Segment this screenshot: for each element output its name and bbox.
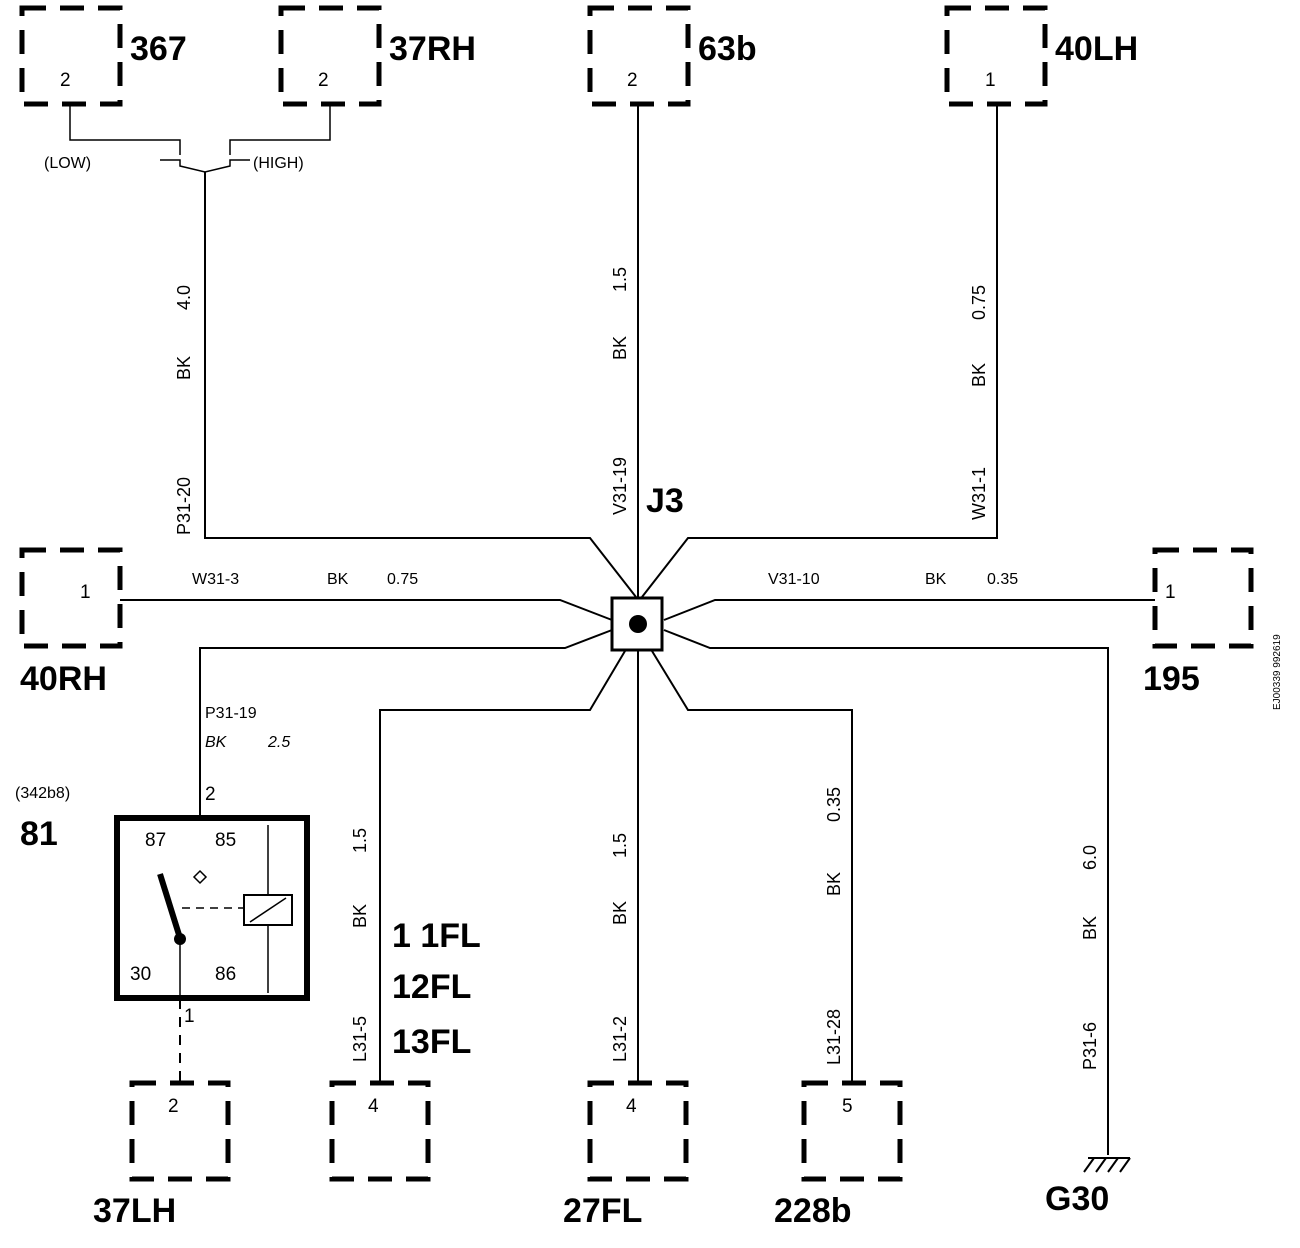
wire-l31-5 <box>379 650 626 1083</box>
relay-pin-2: 2 <box>205 784 216 805</box>
svg-text:V31-19: V31-19 <box>610 457 630 515</box>
wire-labels-l31-2: L31-2 BK 1.5 <box>610 833 630 1062</box>
wire-v31-10 <box>663 599 1155 621</box>
svg-text:W31-3: W31-3 <box>192 571 239 588</box>
wire-labels-p31-20: P31-20 BK 4.0 <box>174 285 194 535</box>
connector-40rh: 1 40RH <box>19 547 123 698</box>
svg-text:P31-6: P31-6 <box>1080 1022 1100 1070</box>
svg-text:2.5: 2.5 <box>267 734 290 751</box>
svg-text:4.0: 4.0 <box>174 285 194 310</box>
svg-text:BK: BK <box>824 872 844 896</box>
relay-81: (342b8) 81 2 87 85 30 86 <box>15 784 310 1001</box>
svg-text:P31-19: P31-19 <box>205 705 257 722</box>
svg-text:V31-10: V31-10 <box>768 571 820 588</box>
connector-11fl: 4 <box>329 1080 431 1182</box>
connector-27fl: 4 27FL <box>563 1080 689 1230</box>
connector-40lh: 1 40LH <box>944 5 1138 107</box>
svg-text:30: 30 <box>130 964 151 985</box>
low-high-merge: (LOW) (HIGH) <box>44 104 331 173</box>
connector-195-label: 195 <box>1143 660 1200 698</box>
svg-text:1: 1 <box>1165 582 1176 603</box>
svg-text:BK: BK <box>327 571 349 588</box>
svg-text:2: 2 <box>318 70 329 91</box>
svg-text:1.5: 1.5 <box>610 267 630 292</box>
wire-w31-3 <box>120 599 613 621</box>
svg-text:2: 2 <box>60 70 71 91</box>
connector-37rh-label: 37RH <box>389 30 476 68</box>
wire-w31-1 <box>641 104 998 598</box>
svg-text:1 1FL: 1 1FL <box>392 917 481 955</box>
wire-p31-20 <box>204 172 637 598</box>
svg-text:BK: BK <box>925 571 947 588</box>
high-label: (HIGH) <box>253 155 304 172</box>
connector-195: 1 195 <box>1143 547 1254 698</box>
wire-labels-l31-28: L31-28 BK 0.35 <box>824 787 844 1065</box>
connector-27fl-label: 27FL <box>563 1192 642 1230</box>
relay-pin-1: 1 <box>184 1006 195 1027</box>
wire-labels-w31-3: W31-3 BK 0.75 <box>192 571 418 588</box>
svg-text:L31-5: L31-5 <box>350 1016 370 1062</box>
connector-63b-label: 63b <box>698 30 757 68</box>
svg-text:85: 85 <box>215 830 236 851</box>
svg-text:1: 1 <box>985 70 996 91</box>
low-label: (LOW) <box>44 155 91 172</box>
connector-63b: 2 63b <box>587 5 757 107</box>
relay-label: 81 <box>20 815 58 853</box>
wire-labels-l31-5: L31-5 BK 1.5 <box>350 828 370 1062</box>
svg-text:1.5: 1.5 <box>350 828 370 853</box>
wire-labels-p31-19: P31-19 BK 2.5 <box>205 705 290 751</box>
svg-text:6.0: 6.0 <box>1080 845 1100 870</box>
svg-text:13FL: 13FL <box>392 1023 471 1061</box>
svg-text:BK: BK <box>1080 916 1100 940</box>
svg-text:86: 86 <box>215 964 236 985</box>
svg-text:L31-2: L31-2 <box>610 1016 630 1062</box>
document-id: EJ00339 992619 <box>1272 634 1283 710</box>
svg-text:BK: BK <box>174 356 194 380</box>
wire-p31-19 <box>199 629 613 870</box>
svg-text:0.35: 0.35 <box>987 571 1018 588</box>
svg-text:4: 4 <box>368 1096 379 1117</box>
svg-text:0.75: 0.75 <box>969 285 989 320</box>
relay-ref: (342b8) <box>15 785 70 802</box>
wire-labels-w31-1: W31-1 BK 0.75 <box>969 285 989 520</box>
connector-228b-label: 228b <box>774 1192 852 1230</box>
svg-text:0.35: 0.35 <box>824 787 844 822</box>
connector-367-label: 367 <box>130 30 187 68</box>
svg-text:2: 2 <box>627 70 638 91</box>
svg-text:1.5: 1.5 <box>610 833 630 858</box>
svg-text:L31-28: L31-28 <box>824 1009 844 1065</box>
ground-g30-label: G30 <box>1045 1180 1109 1218</box>
connector-367: 2 367 <box>19 5 187 107</box>
connector-37rh: 2 37RH <box>278 5 476 107</box>
svg-text:BK: BK <box>350 904 370 928</box>
splice-j3-label: J3 <box>646 482 684 520</box>
svg-text:12FL: 12FL <box>392 968 471 1006</box>
connector-40rh-label: 40RH <box>20 660 107 698</box>
svg-text:2: 2 <box>168 1096 179 1117</box>
connector-37lh-label: 37LH <box>93 1192 176 1230</box>
wire-labels-p31-6: P31-6 BK 6.0 <box>1080 845 1100 1070</box>
svg-text:1: 1 <box>80 582 91 603</box>
ground-g30: G30 <box>1045 1157 1131 1218</box>
svg-text:BK: BK <box>969 363 989 387</box>
connector-37lh: 2 37LH <box>93 1080 231 1230</box>
splice-j3: J3 <box>610 482 684 652</box>
wire-p31-6 <box>663 629 1109 1155</box>
svg-text:87: 87 <box>145 830 166 851</box>
wire-labels-v31-10: V31-10 BK 0.35 <box>768 571 1018 588</box>
svg-text:0.75: 0.75 <box>387 571 418 588</box>
svg-text:BK: BK <box>610 336 630 360</box>
svg-text:P31-20: P31-20 <box>174 477 194 535</box>
connector-40lh-label: 40LH <box>1055 30 1138 68</box>
svg-text:4: 4 <box>626 1096 637 1117</box>
svg-text:W31-1: W31-1 <box>969 467 989 520</box>
svg-text:5: 5 <box>842 1096 853 1117</box>
svg-text:BK: BK <box>205 734 228 751</box>
wire-l31-28 <box>651 650 853 1083</box>
fl-labels: 1 1FL 12FL 13FL <box>392 917 481 1061</box>
svg-text:BK: BK <box>610 901 630 925</box>
wire-labels-v31-19: V31-19 BK 1.5 <box>610 267 630 515</box>
connector-228b: 5 228b <box>774 1080 903 1230</box>
